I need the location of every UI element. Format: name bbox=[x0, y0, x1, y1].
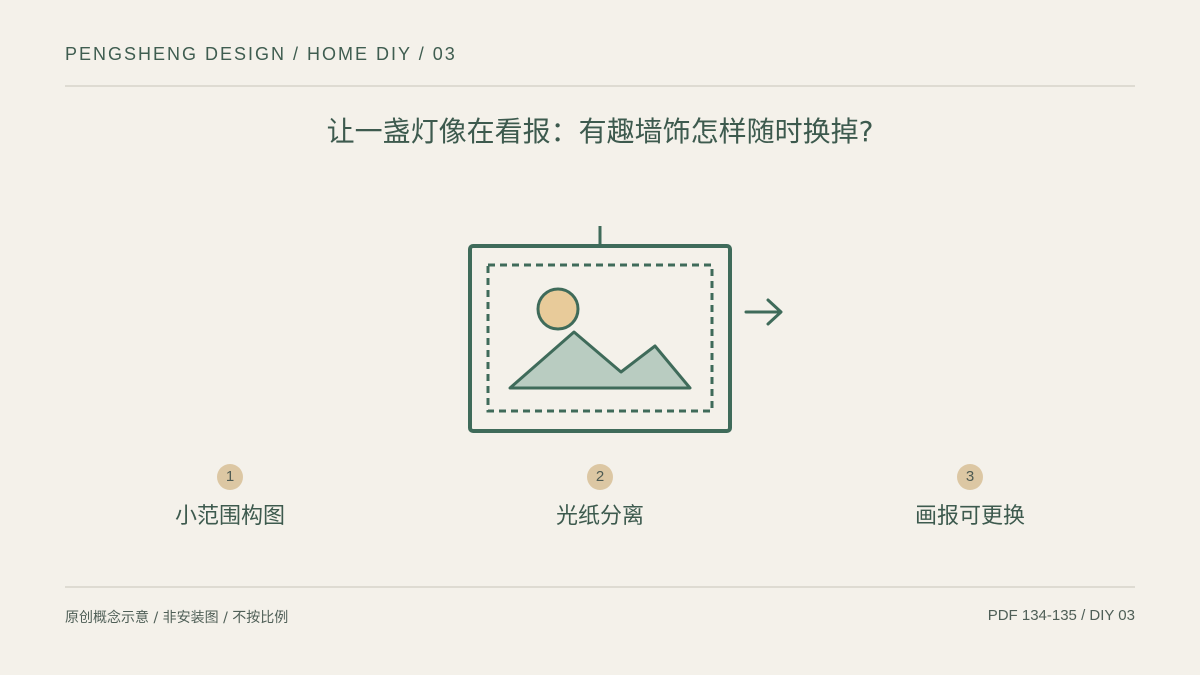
footer-page-ref: PDF 134-135 / DIY 03 bbox=[987, 607, 1135, 624]
step-number-badge: 2 bbox=[587, 464, 613, 490]
arrow-right-icon bbox=[744, 298, 783, 326]
bottom-divider bbox=[65, 586, 1135, 588]
step-label: 光纸分离 bbox=[555, 504, 644, 529]
footer-note: 原创概念示意 / 非安装图 / 不按比例 bbox=[65, 610, 289, 626]
picture-frame-icon bbox=[468, 226, 732, 433]
step-2: 2 光纸分离 bbox=[480, 464, 720, 530]
step-label: 画报可更换 bbox=[914, 504, 1025, 529]
step-3: 3 画报可更换 bbox=[850, 464, 1090, 530]
header-label: PENGSHENG DESIGN / HOME DIY / 03 bbox=[65, 44, 457, 64]
step-1: 1 小范围构图 bbox=[110, 464, 350, 530]
sun-icon bbox=[536, 287, 580, 331]
page-title: 让一盏灯像在看报：有趣墙饰怎样随时换掉? bbox=[326, 115, 874, 148]
step-number-badge: 1 bbox=[217, 464, 243, 490]
step-label: 小范围构图 bbox=[174, 504, 285, 529]
mountain-icon bbox=[508, 330, 692, 390]
top-divider bbox=[65, 85, 1135, 87]
step-number-badge: 3 bbox=[957, 464, 983, 490]
